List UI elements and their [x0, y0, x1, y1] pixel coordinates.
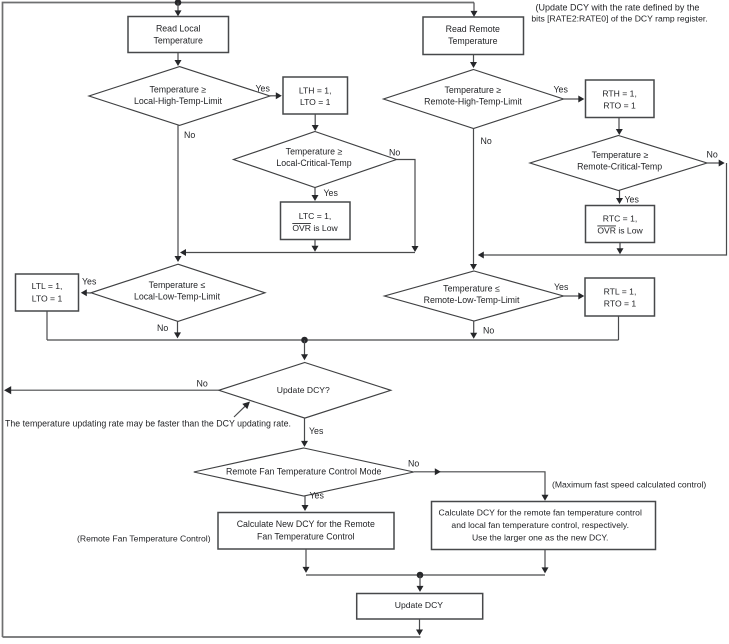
svg-text:Temperature ≥: Temperature ≥ [149, 84, 206, 94]
svg-text:Remote-Critical-Temp: Remote-Critical-Temp [577, 162, 662, 172]
svg-text:OVR is Low: OVR is Low [597, 226, 643, 236]
svg-text:RTO = 1: RTO = 1 [603, 101, 636, 111]
svg-text:Yes: Yes [554, 282, 569, 292]
svg-text:(Maximum fast speed calculated: (Maximum fast speed calculated control) [552, 479, 706, 489]
svg-text:Yes: Yes [554, 85, 569, 95]
svg-text:OVR is Low: OVR is Low [292, 223, 338, 233]
svg-text:Temperature ≤: Temperature ≤ [443, 283, 500, 293]
svg-text:No: No [389, 148, 400, 158]
svg-text:No: No [707, 150, 718, 160]
svg-text:No: No [408, 459, 419, 469]
svg-text:Temperature ≥: Temperature ≥ [444, 85, 501, 95]
svg-text:No: No [483, 326, 494, 336]
svg-text:Read Remote: Read Remote [446, 24, 500, 34]
svg-text:Update DCY: Update DCY [395, 600, 444, 610]
svg-text:Yes: Yes [82, 277, 97, 287]
svg-text:LTO = 1: LTO = 1 [32, 294, 63, 304]
svg-text:Yes: Yes [310, 491, 325, 501]
svg-text:RTL = 1,: RTL = 1, [604, 287, 637, 297]
svg-text:Yes: Yes [324, 188, 339, 198]
svg-text:Temperature ≥: Temperature ≥ [592, 150, 649, 160]
svg-text:(Remote Fan Temperature Contro: (Remote Fan Temperature Control) [77, 534, 211, 544]
svg-text:The temperature updating rate: The temperature updating rate may be fas… [5, 419, 291, 429]
svg-text:Update DCY?: Update DCY? [277, 385, 330, 395]
svg-text:RTC = 1,: RTC = 1, [603, 214, 637, 224]
svg-text:Remote-Low-Temp-Limit: Remote-Low-Temp-Limit [424, 295, 520, 305]
svg-text:(Update DCY with the rate defi: (Update DCY with the rate defined by the [536, 2, 700, 12]
svg-text:Temperature: Temperature [448, 36, 497, 46]
svg-text:Yes: Yes [625, 195, 640, 205]
svg-text:Read Local: Read Local [156, 23, 201, 33]
svg-text:No: No [157, 323, 168, 333]
svg-text:Calculate DCY for the remote f: Calculate DCY for the remote fan tempera… [439, 507, 642, 517]
svg-text:Temperature ≥: Temperature ≥ [286, 146, 343, 156]
svg-text:Yes: Yes [256, 84, 271, 94]
svg-text:Remote Fan Temperature Control: Remote Fan Temperature Control Mode [226, 467, 381, 477]
svg-text:LTH = 1,: LTH = 1, [299, 85, 332, 95]
svg-text:LTL = 1,: LTL = 1, [32, 281, 63, 291]
svg-text:Local-High-Temp-Limit: Local-High-Temp-Limit [134, 96, 223, 106]
svg-text:LTC = 1,: LTC = 1, [299, 211, 332, 221]
svg-text:Yes: Yes [309, 426, 324, 436]
svg-text:and local fan temperature cont: and local fan temperature control, respe… [451, 520, 629, 530]
svg-text:Remote-High-Temp-Limit: Remote-High-Temp-Limit [424, 97, 522, 107]
svg-text:Fan Temperature Control: Fan Temperature Control [257, 532, 355, 542]
svg-text:LTO = 1: LTO = 1 [300, 97, 331, 107]
svg-text:Temperature: Temperature [154, 36, 203, 46]
svg-text:Local-Low-Temp-Limit: Local-Low-Temp-Limit [134, 292, 221, 302]
svg-text:Use the larger one as the new: Use the larger one as the new DCY. [472, 532, 608, 542]
svg-text:RTO = 1: RTO = 1 [604, 299, 637, 309]
svg-text:bits [RATE2:RATE0] of the DCY: bits [RATE2:RATE0] of the DCY ramp regis… [531, 13, 707, 23]
svg-text:No: No [197, 379, 208, 389]
svg-text:Calculate New DCY for the Remo: Calculate New DCY for the Remote [237, 519, 375, 529]
svg-text:No: No [481, 136, 492, 146]
svg-text:Temperature ≤: Temperature ≤ [149, 280, 206, 290]
svg-text:No: No [184, 130, 195, 140]
svg-text:Local-Critical-Temp: Local-Critical-Temp [276, 158, 351, 168]
svg-text:RTH = 1,: RTH = 1, [602, 89, 636, 99]
